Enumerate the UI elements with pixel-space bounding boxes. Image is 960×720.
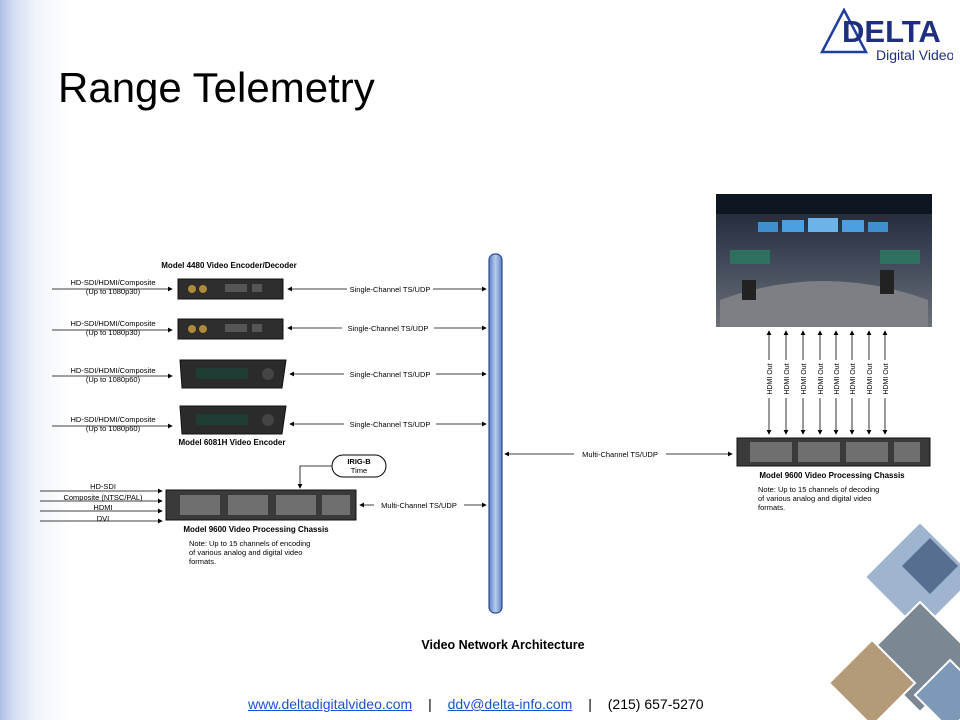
logo-word: DELTA	[842, 14, 941, 49]
encoder-row-1: HD-SDI/HDMI/Composite (Up to 1080p30) Si…	[52, 278, 487, 300]
hdmi-out-label-8: HDMI Out	[883, 363, 890, 394]
hdmi-out-label-6: HDMI Out	[850, 363, 857, 394]
encoder-4480-title: Model 4480 Video Encoder/Decoder	[161, 261, 296, 270]
irig-label-line2: Time	[351, 466, 367, 475]
encoder-row-2: HD-SDI/HDMI/Composite (Up to 1080p30) Si…	[52, 318, 487, 340]
encoder-6081-title: Model 6081H Video Encoder	[179, 438, 286, 447]
decoder-chassis-title: Model 9600 Video Processing Chassis	[759, 471, 905, 480]
chassis-input-2: Composite (NTSC/PAL)	[63, 493, 143, 502]
logo-triangle-icon	[819, 8, 869, 54]
input-label-1-line1: HD-SDI/HDMI/Composite	[70, 278, 155, 287]
link-label-2: Single-Channel TS/UDP	[348, 324, 429, 333]
footer-separator-2: |	[588, 696, 592, 712]
footer-separator-1: |	[428, 696, 432, 712]
encoder-note-line1: Note: Up to 15 channels of encoding	[189, 539, 310, 548]
decoder-note-line3: formats.	[758, 503, 785, 512]
hdmi-out-label-2: HDMI Out	[784, 363, 791, 394]
diagram-caption: Video Network Architecture	[421, 638, 584, 652]
chassis-input-3: HDMI	[93, 503, 112, 512]
chassis-input-1: HD-SDI	[90, 482, 116, 491]
decorative-image-diamonds	[827, 520, 960, 720]
link-label-1: Single-Channel TS/UDP	[350, 285, 431, 294]
encoder-row-3: HD-SDI/HDMI/Composite (Up to 1080p60) Si…	[52, 359, 487, 389]
phone-number: (215) 657-5270	[607, 696, 704, 712]
decoder-note-line2: of various analog and digital video	[758, 494, 871, 503]
hdmi-out-label-4: HDMI Out	[818, 363, 825, 394]
encoder-note-line3: formats.	[189, 557, 216, 566]
input-label-4-line1: HD-SDI/HDMI/Composite	[70, 415, 155, 424]
link-label-enc-chassis: Multi-Channel TS/UDP	[381, 501, 457, 510]
input-label-1-line2: (Up to 1080p30)	[86, 287, 141, 296]
hdmi-out-label-3: HDMI Out	[801, 363, 808, 394]
encoder-note-line2: of various analog and digital video	[189, 548, 302, 557]
control-room-image	[716, 194, 932, 327]
input-label-3-line1: HD-SDI/HDMI/Composite	[70, 366, 155, 375]
encoder-chassis-title: Model 9600 Video Processing Chassis	[183, 525, 329, 534]
input-label-3-line2: (Up to 1080p60)	[86, 375, 141, 384]
input-label-2-line2: (Up to 1080p30)	[86, 328, 141, 337]
input-label-2-line1: HD-SDI/HDMI/Composite	[70, 319, 155, 328]
link-label-4: Single-Channel TS/UDP	[350, 420, 431, 429]
encoder-row-4: HD-SDI/HDMI/Composite (Up to 1080p60) Si…	[52, 405, 487, 435]
irig-label-line1: IRIG-B	[347, 457, 371, 466]
hdmi-out-label-7: HDMI Out	[867, 363, 874, 394]
footer: www.deltadigitalvideo.com | ddv@delta-in…	[248, 696, 704, 712]
hdmi-out-label-1: HDMI Out	[767, 363, 774, 394]
email-link[interactable]: ddv@delta-info.com	[447, 696, 573, 712]
hdmi-out-links: HDMI Out HDMI Out HDMI Out HDMI Out HDMI Out…	[764, 330, 890, 435]
decoder-note-line1: Note: Up to 15 channels of decoding	[758, 485, 879, 494]
link-label-3: Single-Channel TS/UDP	[350, 370, 431, 379]
hdmi-out-label-5: HDMI Out	[834, 363, 841, 394]
logo-sub: Digital Video	[876, 47, 953, 63]
website-link[interactable]: www.deltadigitalvideo.com	[248, 696, 413, 712]
encoder-chassis-group: HD-SDI Composite (NTSC/PAL) HDMI DVI Mul…	[40, 482, 487, 566]
delta-logo: DELTA Digital Video	[819, 8, 953, 63]
link-label-dec-chassis: Multi-Channel TS/UDP	[582, 450, 658, 459]
chassis-input-4: DVI	[97, 514, 110, 523]
input-label-4-line2: (Up to 1080p60)	[86, 424, 141, 433]
page-title: Range Telemetry	[58, 64, 375, 111]
network-backbone	[488, 253, 503, 614]
